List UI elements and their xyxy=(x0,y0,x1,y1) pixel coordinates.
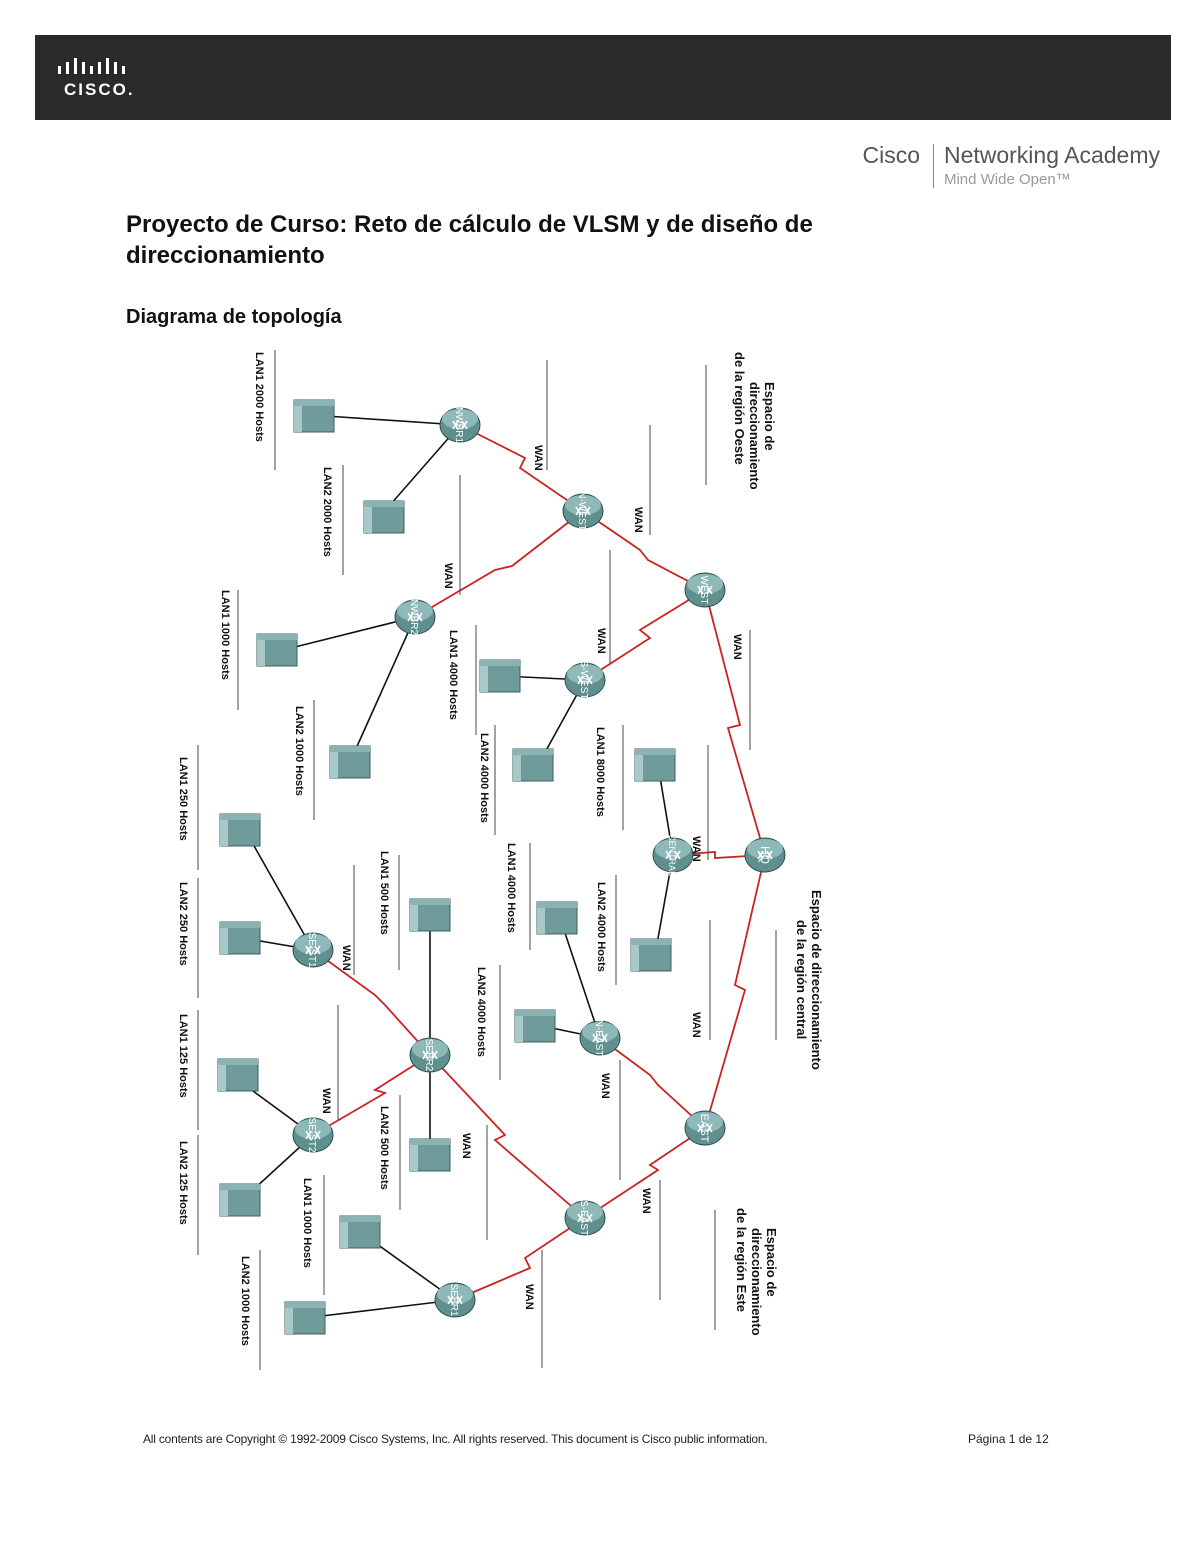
router-label: CENTRAL xyxy=(667,834,677,876)
wan-label: WAN xyxy=(442,563,454,589)
router-label: SE-ST2 xyxy=(306,1117,317,1152)
lan-labels: LAN1 2000 Hosts LAN2 2000 Hosts LAN1 100… xyxy=(177,352,607,1346)
topology-diagram: NWBR1 N-WEST NWBR2 WEST S-WEST CENTRAL H… xyxy=(177,350,824,1370)
wan-label: WAN xyxy=(320,1088,332,1114)
lan-label: LAN1 1000 Hosts xyxy=(219,590,231,680)
router-label: SE-ST1 xyxy=(306,932,317,967)
academy-cisco-text: Cisco xyxy=(862,142,921,168)
wan-label: WAN xyxy=(595,628,607,654)
region-west-line3: de la región Oeste xyxy=(732,352,747,465)
routers: NWBR1 N-WEST NWBR2 WEST S-WEST CENTRAL H… xyxy=(292,407,786,1318)
wan-label: WAN xyxy=(690,1012,702,1038)
router-label: SEBR1 xyxy=(448,1284,459,1317)
page-number: Página 1 de 12 xyxy=(968,1432,1049,1446)
router-label: WEST xyxy=(698,576,709,605)
section-heading: Diagrama de topología xyxy=(126,306,342,328)
lan-label: LAN1 500 Hosts xyxy=(378,851,390,935)
lan-label: LAN2 2000 Hosts xyxy=(321,467,333,557)
router-label: HQ xyxy=(758,846,772,864)
wan-label: WAN xyxy=(340,945,352,971)
router-label: NWBR2 xyxy=(408,599,419,636)
wan-label: WAN xyxy=(599,1073,611,1099)
region-central-line2: de la región central xyxy=(794,920,809,1039)
cisco-logo-text: CISCO. xyxy=(64,80,135,99)
router-label: N-WEST xyxy=(576,491,587,530)
region-west-line1: Espacio de xyxy=(762,382,777,451)
region-east-line2: direccionamiento xyxy=(749,1228,764,1336)
router-label: NWBR1 xyxy=(453,407,464,444)
academy-divider xyxy=(932,144,934,188)
lan-switches xyxy=(217,399,676,1335)
lan-label: LAN1 125 Hosts xyxy=(177,1014,189,1098)
wan-label: WAN xyxy=(532,445,544,471)
wan-label: WAN xyxy=(523,1284,535,1310)
lan-label: LAN1 4000 Hosts xyxy=(447,630,459,720)
region-east-line1: Espacio de xyxy=(764,1228,779,1297)
region-labels: Espacio de direccionamiento de la región… xyxy=(732,352,824,1336)
lan-label: LAN1 1000 Hosts xyxy=(301,1178,313,1268)
wan-labels: WAN WAN WAN WAN WAN WAN WAN WAN WAN WAN … xyxy=(320,445,743,1310)
lan-links xyxy=(237,415,674,1319)
router-label: N-EAST xyxy=(593,1020,604,1057)
wan-label: WAN xyxy=(640,1188,652,1214)
academy-tagline: Mind Wide Open™ xyxy=(943,171,1071,188)
footer-copyright: All contents are Copyright © 1992-2009 C… xyxy=(143,1432,768,1446)
lan-label: LAN2 125 Hosts xyxy=(177,1141,189,1225)
address-blanks xyxy=(197,350,777,1370)
cisco-banner xyxy=(35,35,1171,120)
lan-label: LAN2 1000 Hosts xyxy=(293,706,305,796)
lan-label: LAN1 4000 Hosts xyxy=(505,843,517,933)
lan-label: LAN2 4000 Hosts xyxy=(475,967,487,1057)
lan-label: LAN1 8000 Hosts xyxy=(594,727,606,817)
wan-label: WAN xyxy=(731,634,743,660)
lan-label: LAN2 250 Hosts xyxy=(177,882,189,966)
page-title: Proyecto de Curso: Reto de cálculo de VL… xyxy=(126,211,813,269)
region-west-line2: direccionamiento xyxy=(747,382,762,490)
region-central-line1: Espacio de direccionamiento xyxy=(809,890,824,1070)
router-label: EAST xyxy=(698,1114,710,1143)
lan-label: LAN1 2000 Hosts xyxy=(253,352,265,442)
academy-name: Networking Academy xyxy=(943,142,1160,168)
wan-label: WAN xyxy=(690,836,702,862)
wan-label: WAN xyxy=(632,507,644,533)
networking-academy-logo: Cisco Networking Academy Mind Wide Open™ xyxy=(863,142,1160,188)
lan-label: LAN2 500 Hosts xyxy=(378,1106,390,1190)
lan-label: LAN1 250 Hosts xyxy=(177,757,189,841)
router-label: S-WEST xyxy=(578,661,589,700)
router-label: S-EAST xyxy=(578,1200,589,1236)
lan-label: LAN2 4000 Hosts xyxy=(478,733,490,823)
wan-links xyxy=(312,424,766,1301)
router-label: SEBR2 xyxy=(423,1039,434,1072)
lan-label: LAN2 1000 Hosts xyxy=(239,1256,251,1346)
wan-label: WAN xyxy=(460,1133,472,1159)
region-east-line3: de la región Este xyxy=(734,1208,749,1312)
cisco-logo-icon xyxy=(58,58,125,74)
lan-label: LAN2 4000 Hosts xyxy=(595,882,607,972)
